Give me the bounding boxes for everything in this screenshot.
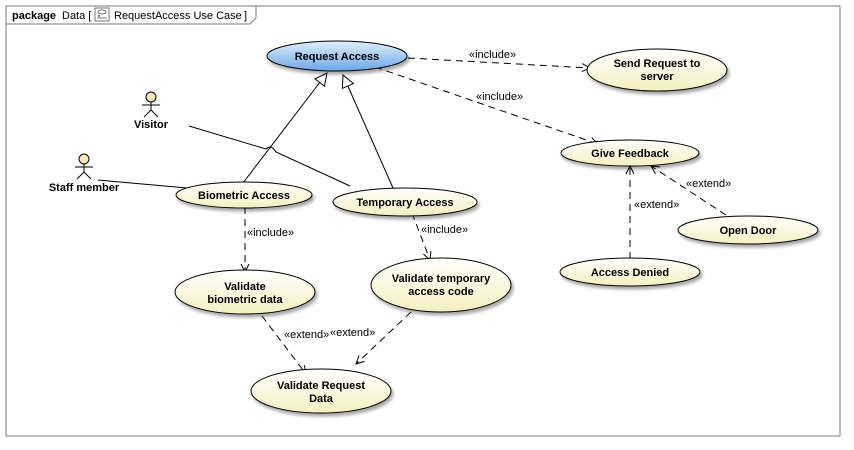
include-label: «include»	[247, 227, 294, 239]
frame-name: RequestAccess Use Case	[114, 10, 242, 22]
include-label: «include»	[476, 91, 523, 103]
package-frame: package Data [ RequestAccess Use Case ]	[5, 5, 841, 437]
access-denied-label: Access Denied	[591, 267, 669, 279]
actor-visitor[interactable]: Visitor	[134, 91, 169, 131]
use-case-validate-temp-code[interactable]: Validate temporary access code	[370, 257, 512, 313]
send-request-label-line1: Send Request to	[614, 58, 701, 70]
request-access-label: Request Access	[295, 51, 380, 63]
actor-visitor-label: Visitor	[134, 119, 169, 131]
use-case-access-denied[interactable]: Access Denied	[559, 257, 701, 287]
extend-label: «extend»	[686, 178, 731, 190]
generalization-biometric-request	[242, 73, 327, 184]
use-case-biometric-access[interactable]: Biometric Access	[175, 181, 313, 209]
frame-keyword: package	[12, 10, 56, 22]
open-door-label: Open Door	[720, 225, 778, 237]
send-request-label-line2: server	[640, 71, 674, 83]
validate-biometric-label-line1: Validate	[224, 281, 266, 293]
actor-staff-label: Staff member	[49, 182, 120, 194]
generalization-temporary-request	[343, 75, 394, 189]
validate-request-label-line2: Data	[309, 393, 334, 405]
frame-name-prefix: Data [	[62, 10, 91, 22]
validate-temp-code-label-line1: Validate temporary	[392, 273, 491, 285]
association-visitor-temporary	[188, 125, 351, 187]
use-case-open-door[interactable]: Open Door	[677, 215, 819, 245]
extend-temp-request-data	[356, 311, 412, 364]
validate-request-label-line1: Validate Request	[277, 380, 365, 392]
validate-temp-code-label-line2: access code	[408, 286, 473, 298]
include-temporary-validate	[411, 212, 430, 260]
validate-biometric-label-line2: biometric data	[207, 294, 283, 306]
relation-labels: «include» «include» «include» «include» …	[247, 49, 731, 341]
use-case-request-access[interactable]: Request Access	[266, 40, 408, 72]
temporary-access-label: Temporary Access	[356, 197, 453, 209]
use-case-send-request[interactable]: Send Request to server	[586, 48, 728, 92]
use-case-diagram-icon	[94, 7, 110, 22]
associations	[97, 125, 351, 189]
biometric-access-label: Biometric Access	[198, 190, 290, 202]
generalizations	[242, 73, 394, 189]
extend-biometric-request-data	[261, 315, 306, 374]
extend-opendoor-feedback	[651, 166, 727, 216]
include-request-feedback	[374, 66, 598, 144]
give-feedback-label: Give Feedback	[591, 148, 670, 160]
use-case-give-feedback[interactable]: Give Feedback	[560, 139, 700, 167]
include-label: «include»	[421, 224, 468, 236]
association-staff-biometric	[97, 179, 188, 189]
use-case-validate-request-data[interactable]: Validate Request Data	[250, 368, 392, 414]
extend-label: «extend»	[284, 329, 329, 341]
extend-label: «extend»	[330, 327, 375, 339]
use-case-validate-biometric[interactable]: Validate biometric data	[174, 269, 316, 315]
dependencies	[245, 57, 727, 374]
include-request-send	[407, 57, 590, 68]
use-case-temporary-access[interactable]: Temporary Access	[332, 187, 478, 217]
frame-name-suffix: ]	[244, 10, 247, 22]
actor-staff-member[interactable]: Staff member	[49, 153, 120, 194]
include-label: «include»	[469, 49, 516, 61]
extend-label: «extend»	[634, 199, 679, 211]
